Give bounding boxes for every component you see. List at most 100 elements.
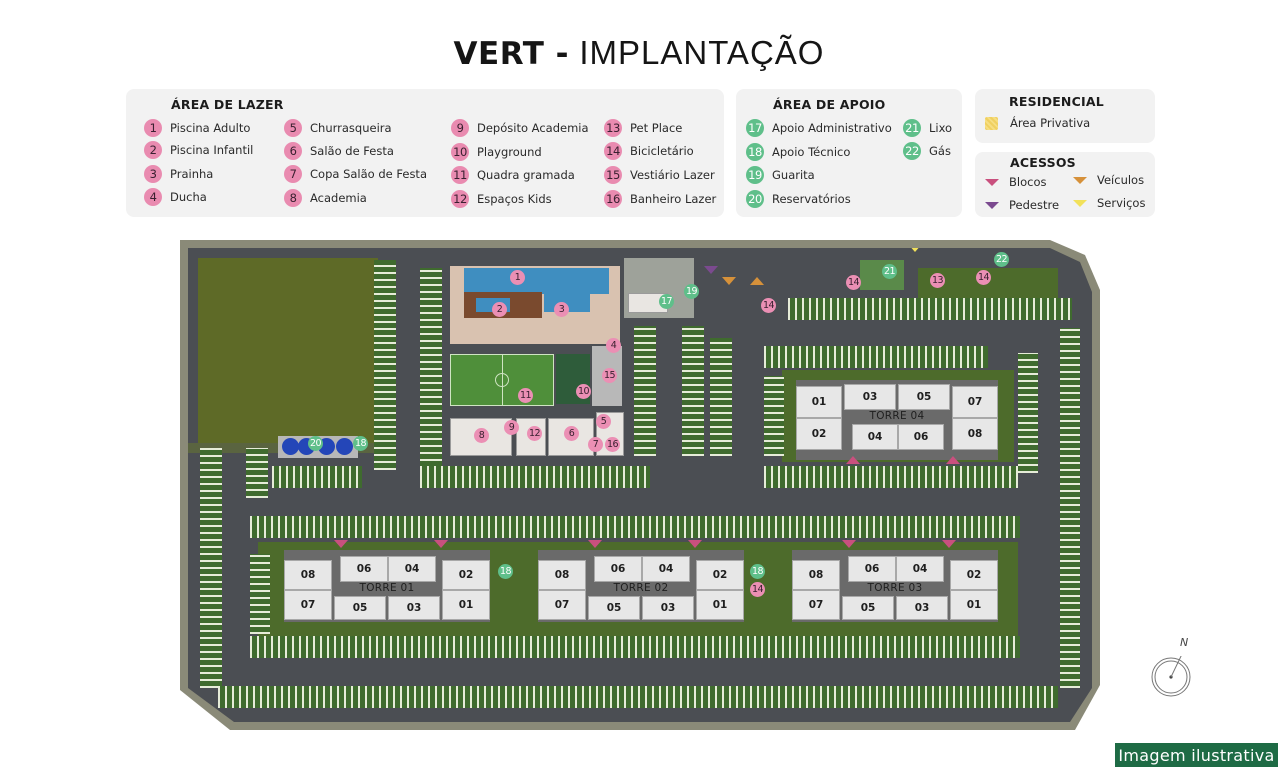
parking-spots xyxy=(420,268,442,468)
tower-04: 01 02 03 05 TORRE 04 04 06 07 08 xyxy=(796,380,998,460)
title-light: IMPLANTAÇÃO xyxy=(579,34,825,71)
illustrative-image-badge: Imagem ilustrativa xyxy=(1115,743,1278,767)
legend-label: Copa Salão de Festa xyxy=(310,167,427,181)
tower-label: TORRE 04 xyxy=(869,410,925,422)
marker-14[interactable]: 14 xyxy=(761,298,776,313)
tower-label: TORRE 01 xyxy=(359,582,415,594)
number-badge: 2 xyxy=(144,141,162,159)
parking-spots xyxy=(634,326,656,456)
unit: 05 xyxy=(334,596,386,620)
number-badge: 11 xyxy=(451,166,469,184)
number-badge: 9 xyxy=(451,119,469,137)
number-badge: 3 xyxy=(144,165,162,183)
legend-label: Academia xyxy=(310,191,367,205)
veiculos-triangle-icon xyxy=(1073,176,1087,184)
marker-12[interactable]: 12 xyxy=(527,426,542,441)
legend-label: Ducha xyxy=(170,190,207,204)
marker-4[interactable]: 4 xyxy=(606,338,621,353)
legend-label: Piscina Infantil xyxy=(170,143,254,157)
number-badge: 16 xyxy=(604,190,622,208)
legend-item: 19 Guarita xyxy=(746,165,815,185)
site-plan-map: 01 02 03 05 TORRE 04 04 06 07 08 08 07 0… xyxy=(180,240,1100,730)
unit: 08 xyxy=(792,560,840,590)
legend-item: Área Privativa xyxy=(985,113,1090,133)
parking-spots xyxy=(246,448,268,498)
unit: 05 xyxy=(842,596,894,620)
marker-22[interactable]: 22 xyxy=(994,252,1009,267)
tower-label: TORRE 03 xyxy=(867,582,923,594)
marker-14[interactable]: 14 xyxy=(846,275,861,290)
unit: 04 xyxy=(896,556,944,582)
marker-7[interactable]: 7 xyxy=(588,437,603,452)
block-access-icon xyxy=(846,456,860,464)
legend-label: Bicicletário xyxy=(630,144,694,158)
legend-label: Guarita xyxy=(772,168,815,182)
marker-18[interactable]: 18 xyxy=(750,564,765,579)
legend-label: Piscina Adulto xyxy=(170,121,251,135)
marker-14[interactable]: 14 xyxy=(976,270,991,285)
marker-18[interactable]: 18 xyxy=(353,436,368,451)
marker-20[interactable]: 20 xyxy=(308,436,323,451)
number-badge: 12 xyxy=(451,190,469,208)
marker-6[interactable]: 6 xyxy=(564,426,579,441)
unit: 07 xyxy=(284,590,332,620)
marker-13[interactable]: 13 xyxy=(930,273,945,288)
marker-14[interactable]: 14 xyxy=(750,582,765,597)
grass-lot xyxy=(198,258,378,443)
marker-15[interactable]: 15 xyxy=(602,368,617,383)
marker-21[interactable]: 21 xyxy=(882,264,897,279)
marker-10[interactable]: 10 xyxy=(576,384,591,399)
unit: 01 xyxy=(442,590,490,620)
marker-8[interactable]: 8 xyxy=(474,428,489,443)
parking-spots xyxy=(1060,328,1080,688)
number-badge: 20 xyxy=(746,190,764,208)
marker-3[interactable]: 3 xyxy=(554,302,569,317)
block-access-icon xyxy=(434,540,448,548)
marker-2[interactable]: 2 xyxy=(492,302,507,317)
service-access-icon xyxy=(908,248,922,252)
title-bold: VERT - xyxy=(453,36,569,72)
legend-item: 14 Bicicletário xyxy=(604,141,694,161)
number-badge: 14 xyxy=(604,142,622,160)
number-badge: 10 xyxy=(451,143,469,161)
vehicle-entry-icon xyxy=(722,277,736,285)
marker-1[interactable]: 1 xyxy=(510,270,525,285)
legend-label: Serviços xyxy=(1097,196,1146,210)
unit: 02 xyxy=(442,560,490,590)
unit: 02 xyxy=(696,560,744,590)
marker-11[interactable]: 11 xyxy=(518,388,533,403)
north-compass-icon xyxy=(1150,651,1192,698)
number-badge: 19 xyxy=(746,166,764,184)
parking-spots xyxy=(682,326,704,456)
number-badge: 15 xyxy=(604,166,622,184)
marker-19[interactable]: 19 xyxy=(684,284,699,299)
block-access-icon xyxy=(588,540,602,548)
legend-label: Espaços Kids xyxy=(477,192,552,206)
unit: 04 xyxy=(388,556,436,582)
unit: 06 xyxy=(594,556,642,582)
marker-9[interactable]: 9 xyxy=(504,420,519,435)
legend-item: 2 Piscina Infantil xyxy=(144,140,253,160)
unit: 05 xyxy=(588,596,640,620)
marker-16[interactable]: 16 xyxy=(605,437,620,452)
unit: 01 xyxy=(950,590,998,620)
tower-01: 08 07 06 04 TORRE 01 05 03 02 01 xyxy=(284,550,490,622)
legend-lazer-heading: ÁREA DE LAZER xyxy=(171,97,284,112)
marker-17[interactable]: 17 xyxy=(659,294,674,309)
marker-18[interactable]: 18 xyxy=(498,564,513,579)
number-badge: 22 xyxy=(903,142,921,160)
number-badge: 21 xyxy=(903,119,921,137)
unit: 02 xyxy=(950,560,998,590)
parking-spots xyxy=(272,466,362,488)
marker-5[interactable]: 5 xyxy=(596,414,611,429)
unit: 08 xyxy=(538,560,586,590)
